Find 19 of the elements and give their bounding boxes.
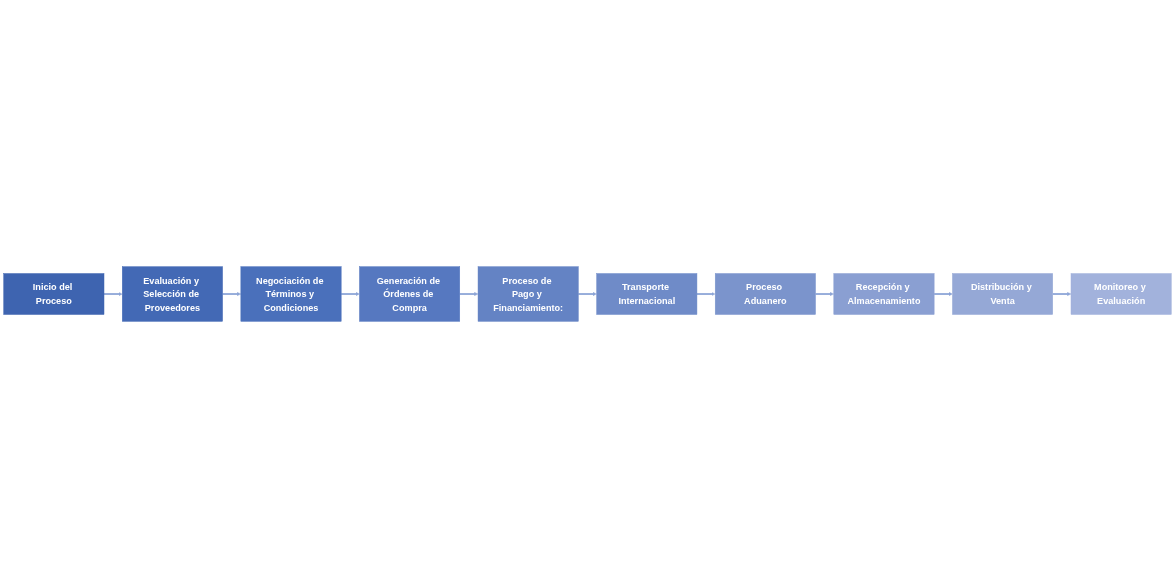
arrow: [577, 292, 597, 296]
arrow: [1051, 292, 1072, 296]
arrow: [340, 292, 360, 296]
node-box: Proceso de Pago y Financiamiento:: [477, 266, 579, 322]
arrow: [221, 292, 242, 296]
node-box: Monitoreo y Evaluación: [1070, 273, 1172, 315]
node-box: Generación de Órdenes de Compra: [359, 266, 460, 322]
node-box: Evaluación y Selección de Proveedores: [122, 266, 223, 322]
node-box: Transporte Internacional: [596, 273, 698, 315]
node-box: Proceso Aduanero: [714, 273, 816, 315]
arrow: [814, 292, 834, 296]
node-box: Inicio del Proceso: [3, 273, 105, 315]
arrow: [696, 292, 716, 296]
node-box: Recepción y Almacenamiento: [833, 273, 935, 315]
arrow: [933, 292, 953, 296]
node-box: Distribución y Venta: [952, 273, 1053, 315]
arrow: [103, 292, 123, 296]
arrow: [458, 292, 479, 296]
node-box: Negociación de Términos y Condiciones: [240, 266, 342, 322]
